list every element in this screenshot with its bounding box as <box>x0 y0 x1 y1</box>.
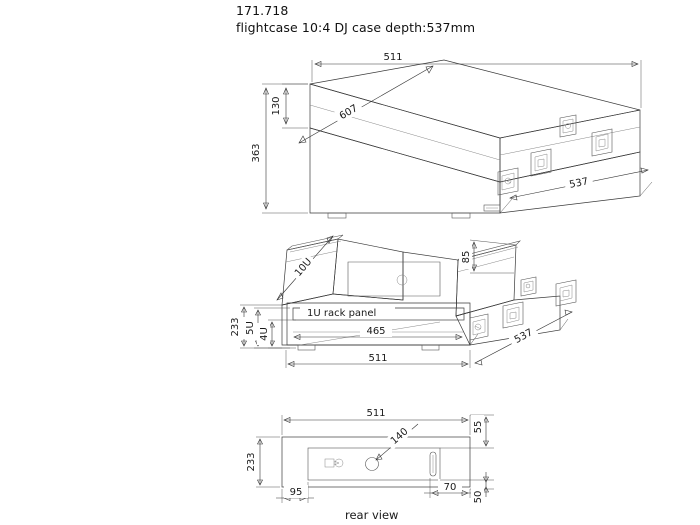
dim-value: 537 <box>568 176 589 191</box>
dimension-55: 55 <box>440 414 494 449</box>
dim-value: 55 <box>473 421 484 434</box>
view-isometric-open: 1U rack panel 10U <box>228 234 577 368</box>
handle-detail <box>429 451 437 477</box>
dim-value: 233 <box>246 452 257 471</box>
dim-value: 95 <box>290 487 303 498</box>
view-isometric-closed: 511 607 130 <box>249 48 653 219</box>
dimension-95: 95 <box>276 482 314 503</box>
dimension-70: 70 <box>424 478 476 498</box>
dimension-537-depth-closed: 537 <box>499 167 653 214</box>
dimension-85: 85 <box>459 239 517 274</box>
part-code: 171.718 <box>236 3 289 18</box>
dimension-50: 50 <box>440 472 494 509</box>
dimension-607-depth: 607 <box>298 65 434 144</box>
dimension-233-rear: 233 <box>244 436 280 488</box>
rack-panel-label: 1U rack panel <box>300 305 395 319</box>
dimension-511-rear: 511 <box>281 405 471 435</box>
dimension-511-open: 511 <box>285 350 471 368</box>
dim-value: 465 <box>366 326 385 337</box>
dim-value: 511 <box>368 353 387 364</box>
dim-value: 85 <box>461 251 472 264</box>
dim-value: 363 <box>251 143 262 162</box>
title-block: 171.718 flightcase 10:4 DJ case depth:53… <box>236 2 566 36</box>
dim-value: 511 <box>366 408 385 419</box>
dimension-363-total-height: 363 <box>249 83 308 214</box>
dim-value: 511 <box>383 52 402 63</box>
latch-detail <box>324 458 344 468</box>
hole-callout: 140 <box>365 421 419 471</box>
dimension-130-lid-height: 130 <box>269 83 308 129</box>
dimension-465: 465 <box>293 324 463 340</box>
dim-value: 233 <box>230 317 241 336</box>
dim-value: 130 <box>271 96 282 115</box>
dimension-537-open: 537 <box>469 309 573 366</box>
part-description: flightcase 10:4 DJ case depth:537mm <box>236 20 476 35</box>
dim-value: 50 <box>473 491 484 504</box>
dim-value: 4U <box>259 327 270 341</box>
dim-value: 5U <box>245 321 256 335</box>
dim-value: 70 <box>444 482 457 493</box>
dimension-511-top: 511 <box>311 48 642 108</box>
panel-label-text: 1U rack panel <box>307 308 376 319</box>
view-caption: rear view <box>345 508 398 522</box>
dimension-4U: 4U <box>257 319 296 349</box>
connector-plates-open <box>469 276 577 341</box>
view-rear: 140 511 <box>244 405 494 522</box>
connector-plates-closed <box>497 114 613 196</box>
